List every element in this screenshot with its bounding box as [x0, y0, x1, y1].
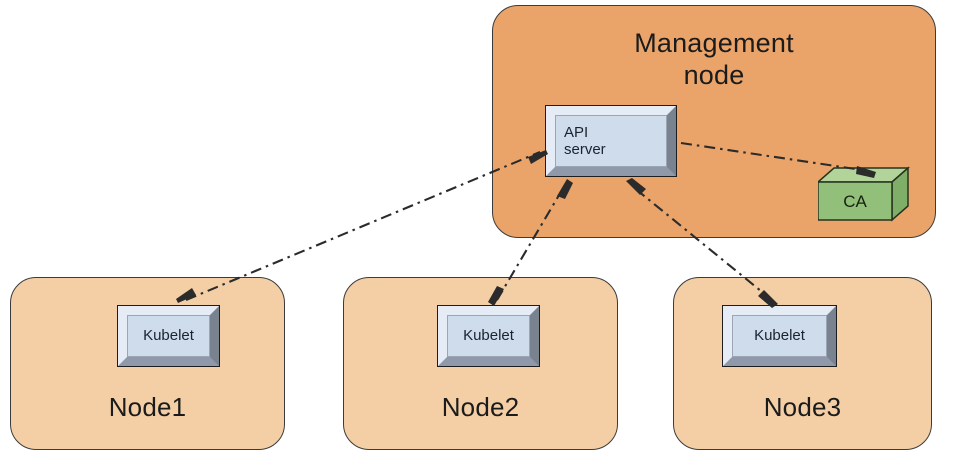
kubelet-face-node1: Kubelet — [127, 315, 210, 357]
ca-cuboid-shape — [818, 166, 910, 222]
kubelet-label-node3: Kubelet — [754, 327, 805, 345]
api-server-face: API server — [555, 115, 667, 167]
api-server-label: API server — [564, 123, 606, 158]
kubelet-bevel-frame-node2: Kubelet — [438, 306, 539, 366]
kubelet-face-node3: Kubelet — [732, 315, 827, 357]
kubelet-label-node1: Kubelet — [143, 327, 194, 345]
api-server-box[interactable]: API server — [545, 105, 677, 177]
api-server-bevel-frame: API server — [546, 106, 676, 176]
kubelet-label-node2: Kubelet — [463, 327, 514, 345]
kubelet-bevel-frame-node3: Kubelet — [723, 306, 836, 366]
management-node-label: Management node — [634, 28, 794, 90]
kubelet-box-node1[interactable]: Kubelet — [117, 305, 220, 367]
worker-node-3-label: Node3 — [763, 392, 842, 423]
kubelet-face-node2: Kubelet — [447, 315, 530, 357]
kubelet-bevel-frame-node1: Kubelet — [118, 306, 219, 366]
ca-box[interactable]: CA — [818, 166, 910, 222]
kubelet-box-node3[interactable]: Kubelet — [722, 305, 837, 367]
kubelet-box-node2[interactable]: Kubelet — [437, 305, 540, 367]
worker-node-2-label: Node2 — [441, 392, 520, 423]
worker-node-1-label: Node1 — [108, 392, 187, 423]
ca-label: CA — [843, 192, 867, 211]
